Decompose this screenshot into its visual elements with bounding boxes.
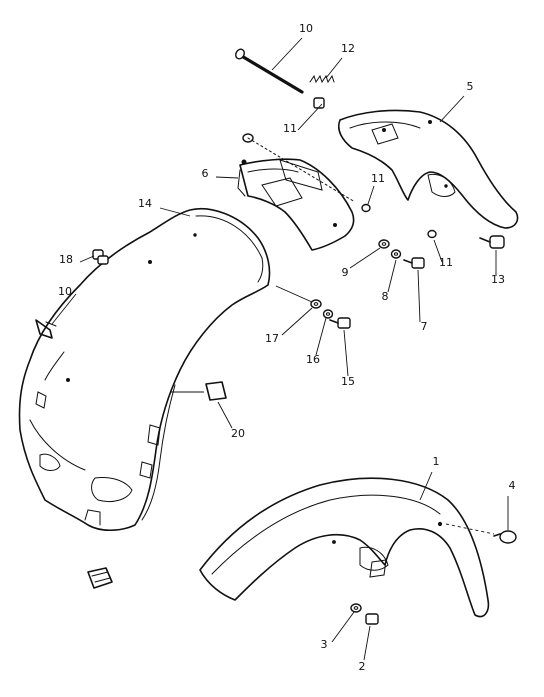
washer-part-17 (310, 299, 322, 309)
leader-lines (51, 37, 509, 661)
callout-c20: 20 (231, 427, 245, 440)
bolt-part-4 (493, 530, 517, 544)
clip-bottom-left (87, 567, 113, 589)
callout-c10b: 10 (58, 285, 72, 298)
collar-part-11-b (242, 133, 356, 203)
callout-c8: 8 (382, 290, 389, 303)
callout-c18: 18 (59, 253, 73, 266)
bolt-part-15 (329, 317, 351, 329)
callout-c11c: 11 (439, 256, 453, 269)
spring-part-12 (309, 74, 335, 84)
washer-part-3 (350, 603, 362, 613)
callout-c4: 4 (509, 479, 516, 492)
collar-part-11-a (313, 97, 325, 109)
washer-part-9 (378, 239, 390, 249)
bolt-part-2 (365, 613, 379, 625)
callout-c5: 5 (467, 80, 474, 93)
callout-c15: 15 (341, 375, 355, 388)
washer-part-8 (390, 249, 402, 259)
callout-c16: 16 (306, 353, 320, 366)
bracket-part-6 (237, 158, 355, 251)
callout-c11b: 11 (371, 172, 385, 185)
fender-stay-part-5 (337, 109, 519, 229)
callout-c13: 13 (491, 273, 505, 286)
callout-c2: 2 (359, 660, 366, 673)
callout-c9: 9 (342, 266, 349, 279)
callout-c17: 17 (265, 332, 279, 345)
callout-c11a: 11 (283, 122, 297, 135)
callout-c10a: 10 (299, 22, 313, 35)
label-part-20 (205, 381, 227, 401)
callout-c7: 7 (421, 320, 428, 333)
callout-c14: 14 (138, 197, 152, 210)
callout-c3: 3 (321, 638, 328, 651)
callout-c6: 6 (202, 167, 209, 180)
washer-part-16 (322, 309, 334, 319)
front-fender-part-1 (199, 477, 490, 618)
bolt-part-7 (403, 257, 425, 269)
bolt-part-13 (479, 235, 505, 249)
grommet-part-18 (92, 249, 109, 265)
collar-part-11-d (427, 229, 437, 239)
callout-c12: 12 (341, 42, 355, 55)
rod-part-10 (235, 48, 304, 94)
callout-c1: 1 (433, 455, 440, 468)
clip-part-10-left (35, 319, 57, 339)
inner-fender-part-14 (18, 207, 271, 532)
collar-part-11-c (361, 203, 371, 213)
